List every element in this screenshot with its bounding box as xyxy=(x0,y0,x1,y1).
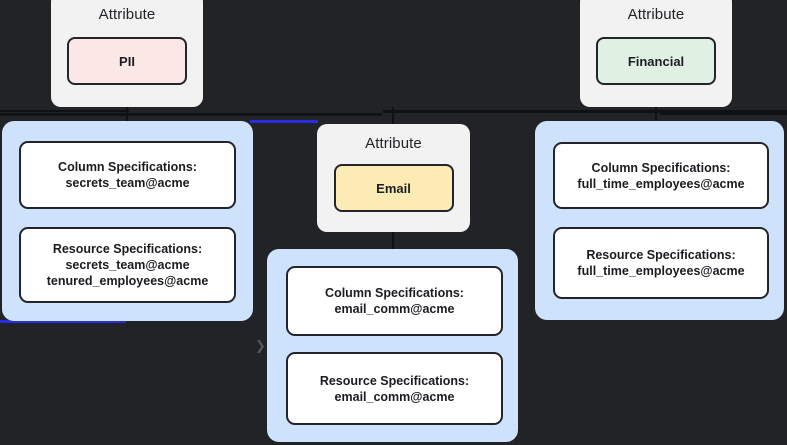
spec-box-heading: Resource Specifications: xyxy=(586,248,736,262)
spec-box-value: email_comm@acme xyxy=(334,389,455,404)
attribute-panel-email[interactable]: Attribute Email xyxy=(317,124,470,232)
spec-group-financial[interactable]: Column Specifications: full_time_employe… xyxy=(535,121,784,320)
spec-box-financial-resource[interactable]: Resource Specifications: full_time_emplo… xyxy=(553,227,769,299)
connector-vertical-email xyxy=(392,107,394,125)
spec-group-pii[interactable]: Column Specifications: secrets_team@acme… xyxy=(2,121,253,321)
spec-box-heading: Resource Specifications: xyxy=(52,242,203,256)
selection-edge-top xyxy=(250,120,318,123)
connector-horizontal-left-2 xyxy=(0,113,382,116)
connector-horizontal-right xyxy=(383,110,787,113)
spec-box-value: full_time_employees@acme xyxy=(577,176,745,191)
spec-box-value: tenured_employees@acme xyxy=(46,274,209,288)
attribute-chip-email[interactable]: Email xyxy=(333,164,454,212)
selection-edge-bottom xyxy=(0,320,126,323)
spec-box-value: secrets_team@acme xyxy=(65,258,190,272)
attribute-panel-title: Attribute xyxy=(627,6,685,23)
spec-box-email-column[interactable]: Column Specifications: email_comm@acme xyxy=(286,266,503,336)
connector-vertical-financial xyxy=(655,107,657,120)
spec-box-value: email_comm@acme xyxy=(334,302,455,316)
attribute-chip-pii[interactable]: PII xyxy=(67,37,187,85)
attribute-panel-title: Attribute xyxy=(365,135,422,152)
connector-horizontal-right-tail xyxy=(660,113,787,115)
spec-box-pii-column[interactable]: Column Specifications: secrets_team@acme xyxy=(19,141,236,209)
spec-box-heading: Resource Specifications: xyxy=(319,373,470,388)
chevron-right-icon[interactable]: ❯ xyxy=(255,339,266,354)
connector-vertical-email-lower xyxy=(392,231,394,249)
spec-box-pii-resource[interactable]: Resource Specifications: secrets_team@ac… xyxy=(19,227,236,303)
attribute-chip-financial[interactable]: Financial xyxy=(596,37,716,85)
spec-box-financial-column[interactable]: Column Specifications: full_time_employe… xyxy=(553,142,769,209)
connector-vertical-pii xyxy=(126,107,128,121)
attribute-panel-financial[interactable]: Attribute Financial xyxy=(580,0,732,107)
spec-box-heading: Column Specifications: xyxy=(58,160,197,174)
attribute-panel-title: Attribute xyxy=(98,6,156,23)
attribute-panel-pii[interactable]: Attribute PII xyxy=(51,0,203,107)
connector-horizontal-left xyxy=(0,110,129,112)
spec-box-email-resource[interactable]: Resource Specifications: email_comm@acme xyxy=(286,352,503,425)
spec-box-value: secrets_team@acme xyxy=(65,176,190,190)
spec-group-email[interactable]: Column Specifications: email_comm@acme R… xyxy=(267,249,518,442)
spec-box-value: full_time_employees@acme xyxy=(577,264,745,278)
spec-box-heading: Column Specifications: xyxy=(591,160,731,175)
spec-box-heading: Column Specifications: xyxy=(325,286,464,300)
